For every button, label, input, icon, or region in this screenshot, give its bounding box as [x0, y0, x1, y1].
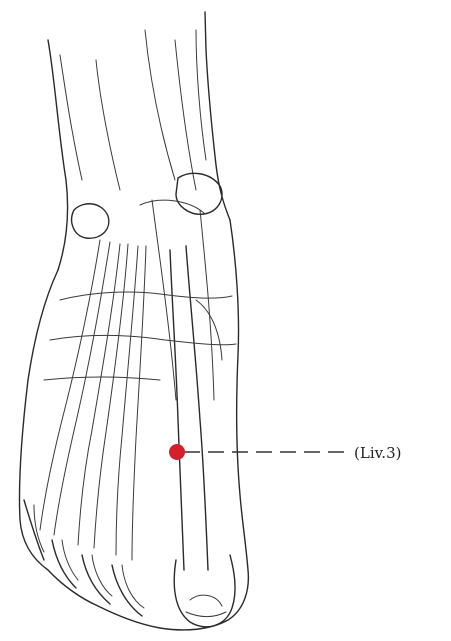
- acupoint-label: (Liv.3): [354, 444, 401, 462]
- acupoint-marker: [169, 444, 185, 460]
- metatarsal-lines: [40, 200, 236, 570]
- foot-outline: [19, 220, 248, 630]
- ankle-bones: [72, 173, 222, 238]
- toes: [24, 500, 235, 627]
